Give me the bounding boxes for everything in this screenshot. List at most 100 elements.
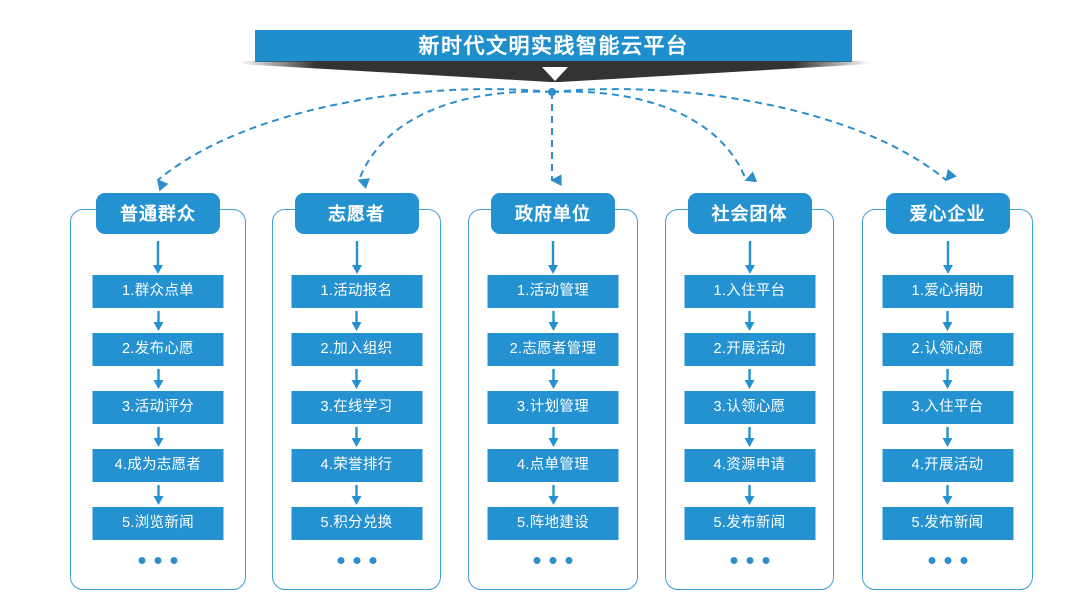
column-header-label: 普通群众 — [120, 203, 196, 224]
flow-item[interactable]: 5.发布新闻 — [882, 507, 1013, 540]
header-to-first-item-arrow — [942, 241, 953, 274]
flow-item-label: 4.成为志愿者 — [114, 457, 202, 474]
column-header-social-group[interactable]: 社会团体 — [687, 193, 812, 234]
ellipsis-dot — [762, 557, 769, 564]
flow-item[interactable]: 5.积分兑换 — [291, 507, 422, 540]
step-arrow — [291, 482, 422, 507]
flow-item[interactable]: 4.资源申请 — [684, 449, 815, 482]
flow-item[interactable]: 2.发布心愿 — [92, 333, 224, 366]
step-arrow — [882, 366, 1013, 391]
column-items: 1.入住平台 2.开展活动 3.认领心愿 4.资源申请 5.发布新闻 — [684, 275, 815, 540]
flow-item[interactable]: 4.成为志愿者 — [92, 449, 224, 482]
header-to-first-item-arrow — [153, 241, 163, 274]
flow-item-label: 4.荣誉排行 — [320, 457, 393, 474]
ellipsis-dot — [353, 557, 360, 564]
flow-item[interactable]: 1.入住平台 — [684, 275, 815, 308]
flow-item-label: 1.活动报名 — [320, 283, 393, 300]
step-arrow — [882, 308, 1013, 333]
flow-item-label: 2.志愿者管理 — [509, 341, 597, 358]
more-items-ellipsis[interactable] — [138, 557, 178, 564]
flow-item[interactable]: 2.认领心愿 — [882, 333, 1013, 366]
step-arrow — [684, 424, 815, 449]
ellipsis-dot — [730, 557, 737, 564]
flow-item[interactable]: 3.在线学习 — [291, 391, 422, 424]
flow-item-label: 4.开展活动 — [911, 457, 984, 474]
step-arrow — [291, 308, 422, 333]
step-arrow — [882, 482, 1013, 507]
page-title: 新时代文明实践智能云平台 — [418, 34, 689, 58]
flow-item[interactable]: 5.浏览新闻 — [92, 507, 224, 540]
ellipsis-dot — [138, 557, 146, 564]
ellipsis-dot — [533, 557, 541, 564]
more-items-ellipsis[interactable] — [730, 557, 769, 564]
flow-item-label: 2.加入组织 — [320, 341, 393, 358]
flow-item[interactable]: 5.发布新闻 — [684, 507, 815, 540]
flow-item[interactable]: 3.计划管理 — [487, 391, 619, 424]
step-arrow — [93, 366, 224, 391]
flow-item[interactable]: 4.开展活动 — [882, 449, 1013, 482]
more-items-ellipsis[interactable] — [928, 557, 967, 564]
flow-item[interactable]: 2.加入组织 — [291, 333, 422, 366]
flow-item-label: 2.发布心愿 — [122, 341, 194, 358]
more-items-ellipsis[interactable] — [533, 557, 573, 564]
flow-item[interactable]: 4.点单管理 — [487, 449, 619, 482]
flow-item-label: 5.阵地建设 — [517, 515, 589, 532]
step-arrow — [488, 308, 619, 333]
flow-item[interactable]: 2.开展活动 — [684, 333, 815, 366]
column-header-government-unit[interactable]: 政府单位 — [491, 193, 615, 234]
flow-item-label: 3.认领心愿 — [713, 399, 786, 416]
ellipsis-dot — [369, 557, 376, 564]
column-header-ordinary-public[interactable]: 普通群众 — [96, 193, 220, 234]
ellipsis-dot — [960, 557, 967, 564]
column-header-label: 志愿者 — [328, 203, 385, 224]
flow-item[interactable]: 4.荣誉排行 — [291, 449, 422, 482]
flow-item[interactable]: 3.入住平台 — [882, 391, 1013, 424]
header-to-first-item-arrow — [351, 241, 362, 274]
flow-item-label: 1.群众点单 — [122, 283, 194, 300]
column-items: 1.活动报名 2.加入组织 3.在线学习 4.荣誉排行 5.积分兑换 — [291, 275, 422, 540]
flow-item-label: 1.活动管理 — [517, 283, 589, 300]
role-column-charity-enterprise: 爱心企业 1.爱心捐助 2.认领心愿 3.入住平台 4.开展活动 5.发布新闻 — [862, 193, 1033, 590]
flow-item[interactable]: 5.阵地建设 — [487, 507, 619, 540]
flow-item-label: 4.资源申请 — [713, 457, 786, 474]
flow-item[interactable]: 3.活动评分 — [92, 391, 224, 424]
role-column-volunteer: 志愿者 1.活动报名 2.加入组织 3.在线学习 4.荣誉排行 5.积分兑换 — [272, 193, 441, 590]
ellipsis-dot — [746, 557, 753, 564]
flow-item[interactable]: 1.爱心捐助 — [882, 275, 1013, 308]
flow-item[interactable]: 1.群众点单 — [92, 275, 224, 308]
flow-item-label: 3.在线学习 — [320, 399, 393, 416]
column-items: 1.活动管理 2.志愿者管理 3.计划管理 4.点单管理 5.阵地建设 — [487, 275, 619, 540]
column-header-label: 社会团体 — [711, 203, 788, 224]
flow-item[interactable]: 1.活动管理 — [487, 275, 619, 308]
step-arrow — [93, 482, 224, 507]
more-items-ellipsis[interactable] — [337, 557, 376, 564]
flow-item-label: 5.浏览新闻 — [122, 515, 194, 532]
column-header-charity-enterprise[interactable]: 爱心企业 — [885, 193, 1010, 234]
ellipsis-dot — [154, 557, 162, 564]
flow-item-label: 2.开展活动 — [713, 341, 786, 358]
flow-item-label: 2.认领心愿 — [911, 341, 984, 358]
ellipsis-dot — [928, 557, 935, 564]
flow-item-label: 5.发布新闻 — [713, 515, 786, 532]
flow-item-label: 1.爱心捐助 — [911, 283, 984, 300]
header-to-first-item-arrow — [548, 241, 558, 274]
flow-item[interactable]: 2.志愿者管理 — [487, 333, 619, 366]
column-header-volunteer[interactable]: 志愿者 — [294, 193, 419, 234]
step-arrow — [488, 366, 619, 391]
flow-item-label: 5.积分兑换 — [320, 515, 393, 532]
flow-item[interactable]: 3.认领心愿 — [684, 391, 815, 424]
title-ribbon-shadow — [240, 61, 870, 82]
step-arrow — [882, 424, 1013, 449]
ellipsis-dot — [337, 557, 344, 564]
role-column-social-group: 社会团体 1.入住平台 2.开展活动 3.认领心愿 4.资源申请 5.发布新闻 — [665, 193, 834, 590]
flow-item[interactable]: 1.活动报名 — [291, 275, 422, 308]
platform-title-bar: 新时代文明实践智能云平台 — [255, 30, 852, 62]
flow-item-label: 1.入住平台 — [713, 283, 786, 300]
flow-item-label: 4.点单管理 — [517, 457, 589, 474]
step-arrow — [291, 366, 422, 391]
step-arrow — [291, 424, 422, 449]
flow-item-label: 3.入住平台 — [911, 399, 984, 416]
step-arrow — [93, 424, 224, 449]
